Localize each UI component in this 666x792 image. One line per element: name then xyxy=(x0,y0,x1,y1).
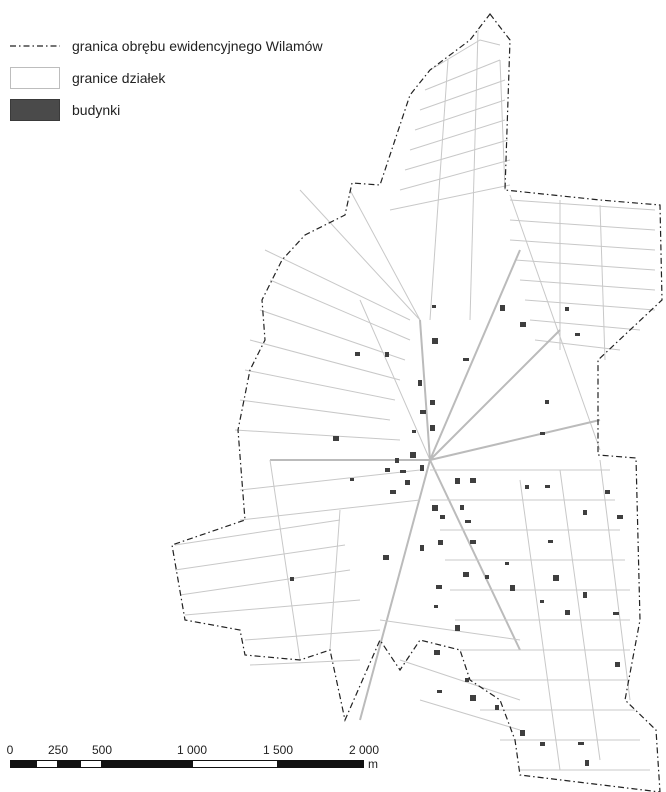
building xyxy=(485,575,489,579)
building xyxy=(350,478,354,481)
building xyxy=(460,505,464,510)
scale-segment-5 xyxy=(102,760,192,768)
parcel-lines xyxy=(174,29,656,771)
building xyxy=(400,470,406,473)
scale-segment-2 xyxy=(36,760,58,768)
scale-segment-4 xyxy=(80,760,102,768)
building xyxy=(565,610,570,615)
building xyxy=(525,485,529,489)
building xyxy=(430,425,435,431)
building xyxy=(470,695,476,701)
building xyxy=(385,352,389,357)
scale-segment-7 xyxy=(278,760,364,768)
building xyxy=(520,322,526,327)
building xyxy=(405,480,410,485)
legend-item-boundary: granica obrębu ewidencyjnego Wilamów xyxy=(10,30,323,62)
legend-label-parcels: granice działek xyxy=(72,70,166,86)
building xyxy=(420,410,426,414)
scale-bar: 0 250 500 1 000 1 500 2 000 m xyxy=(6,743,386,783)
building xyxy=(455,625,460,631)
building xyxy=(434,605,438,608)
building xyxy=(617,515,623,519)
building xyxy=(575,333,580,336)
buildings-layer xyxy=(290,305,623,766)
scale-tick-250: 250 xyxy=(47,743,69,757)
building xyxy=(290,577,294,581)
building xyxy=(355,352,360,356)
building xyxy=(418,380,422,386)
building xyxy=(437,690,442,693)
map-legend: granica obrębu ewidencyjnego Wilamów gra… xyxy=(10,30,323,126)
building xyxy=(430,400,435,405)
parcel-outline-symbol xyxy=(10,67,60,89)
building xyxy=(583,510,587,515)
building xyxy=(432,305,436,308)
legend-item-buildings: budynki xyxy=(10,94,323,126)
building-fill-symbol xyxy=(10,99,60,121)
legend-label-buildings: budynki xyxy=(72,102,121,118)
building xyxy=(438,540,443,545)
building xyxy=(385,468,390,472)
building xyxy=(465,678,469,682)
scale-segment-1 xyxy=(10,760,36,768)
building xyxy=(495,705,499,710)
scale-tick-2000: 2 000 xyxy=(348,743,380,757)
legend-label-boundary: granica obrębu ewidencyjnego Wilamów xyxy=(72,38,323,54)
building xyxy=(420,465,424,471)
building xyxy=(500,305,505,311)
building xyxy=(585,760,589,766)
scale-tick-1500: 1 500 xyxy=(262,743,294,757)
building xyxy=(613,612,619,615)
scale-segment-3 xyxy=(58,760,80,768)
building xyxy=(333,436,339,441)
building xyxy=(545,485,550,488)
scale-unit: m xyxy=(368,757,378,771)
building xyxy=(465,520,471,523)
building xyxy=(565,307,569,311)
scale-segment-6 xyxy=(192,760,278,768)
building xyxy=(605,490,610,494)
scale-tick-1000: 1 000 xyxy=(176,743,208,757)
building xyxy=(410,452,416,458)
building xyxy=(548,540,553,543)
boundary-line-symbol xyxy=(10,35,60,57)
building xyxy=(412,430,416,433)
scale-tick-0: 0 xyxy=(6,743,14,757)
building xyxy=(440,515,445,519)
legend-item-parcels: granice działek xyxy=(10,62,323,94)
building xyxy=(545,400,549,404)
building xyxy=(553,575,559,581)
building xyxy=(390,490,396,494)
building xyxy=(470,478,476,483)
building xyxy=(455,478,460,484)
building xyxy=(470,540,476,544)
building xyxy=(505,562,509,565)
district-boundary xyxy=(171,13,663,792)
building xyxy=(540,600,544,603)
building xyxy=(383,555,389,560)
building xyxy=(432,338,438,344)
building xyxy=(432,505,438,511)
building xyxy=(463,572,469,577)
building xyxy=(395,458,399,463)
building xyxy=(420,545,424,551)
building xyxy=(520,730,525,736)
building xyxy=(434,650,440,655)
building xyxy=(583,592,587,598)
building xyxy=(540,432,545,435)
building xyxy=(463,358,469,361)
building xyxy=(540,742,545,746)
scale-tick-500: 500 xyxy=(91,743,113,757)
building xyxy=(578,742,584,745)
building xyxy=(615,662,620,667)
building xyxy=(436,585,442,589)
building xyxy=(510,585,515,591)
